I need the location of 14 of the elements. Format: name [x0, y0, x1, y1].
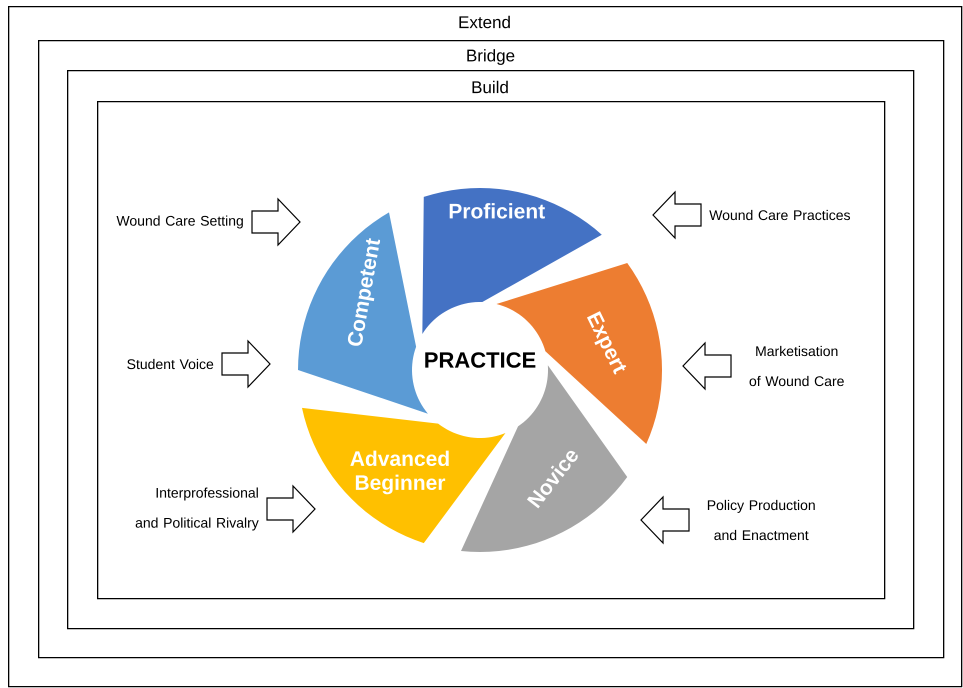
factor-label: Wound Care Practices: [709, 210, 850, 220]
block-arrow: [652, 190, 702, 240]
block-arrow: [682, 342, 732, 390]
block-arrow: [640, 496, 690, 544]
frame-box: [97, 101, 886, 600]
factor-label: Marketisation of Wound Care: [750, 346, 844, 386]
block-arrow: [266, 484, 316, 534]
block-arrow: [251, 198, 301, 246]
factor-label: Wound Care Setting: [116, 215, 243, 229]
factor-label: Policy Production and Enactment: [708, 500, 815, 540]
factor-label: Interprofessional and Political Rivalry: [136, 487, 259, 531]
wheel-segment: Advanced Beginner: [302, 408, 506, 544]
block-arrow: [221, 340, 271, 388]
factor-label: Student Voice: [127, 358, 214, 370]
